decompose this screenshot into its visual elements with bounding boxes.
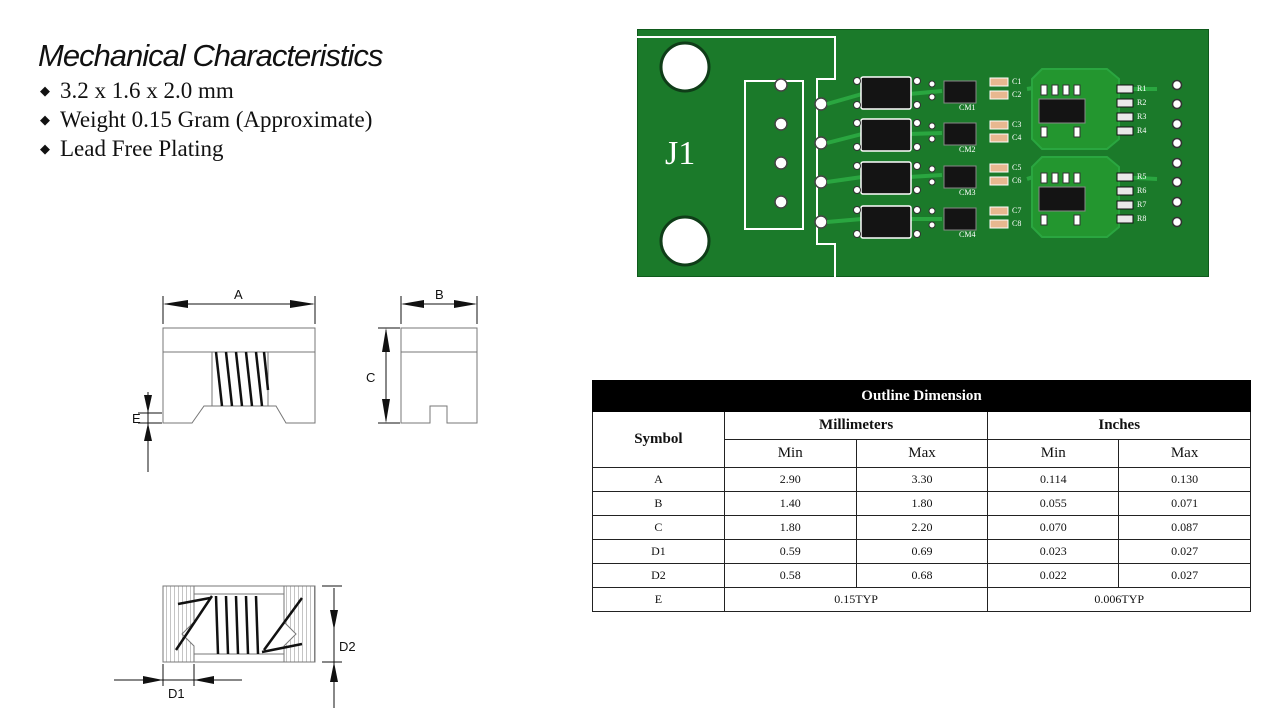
svg-text:C8: C8	[1012, 219, 1021, 228]
svg-text:C4: C4	[1012, 133, 1021, 142]
connector-label: J1	[665, 135, 695, 172]
svg-text:C1: C1	[1012, 77, 1021, 86]
feature-list: ◆3.2 x 1.6 x 2.0 mm ◆Weight 0.15 Gram (A…	[40, 76, 372, 163]
diamond-bullet-icon: ◆	[40, 141, 50, 156]
symbol-header: Symbol	[592, 411, 725, 468]
dimension-e-label: E	[132, 411, 141, 426]
svg-text:R8: R8	[1137, 214, 1146, 223]
dimension-d1-label: D1	[168, 686, 185, 701]
svg-text:R1: R1	[1137, 84, 1146, 93]
dimension-b-label: B	[435, 287, 444, 302]
max-header: Max	[1118, 439, 1251, 468]
svg-text:R3: R3	[1137, 112, 1146, 121]
front-side-view-drawing: A E B C	[132, 287, 478, 472]
svg-text:R4: R4	[1137, 126, 1146, 135]
outline-dimension-table: Outline Dimension Symbol Millimeters Inc…	[592, 380, 1251, 612]
table-title: Outline Dimension	[592, 380, 1251, 412]
svg-text:R7: R7	[1137, 200, 1146, 209]
diamond-bullet-icon: ◆	[40, 112, 50, 127]
min-header: Min	[987, 439, 1120, 468]
svg-text:C5: C5	[1012, 163, 1021, 172]
page-title: Mechanical Characteristics	[38, 38, 383, 73]
svg-text:CM2: CM2	[959, 145, 975, 154]
dimension-d2-label: D2	[339, 639, 356, 654]
dimension-c-label: C	[366, 370, 375, 385]
min-header: Min	[723, 439, 857, 468]
table-row: E 0.15TYP 0.006TYP	[592, 587, 1251, 612]
svg-text:C3: C3	[1012, 120, 1021, 129]
svg-text:CM4: CM4	[959, 230, 975, 239]
max-header: Max	[855, 439, 989, 468]
bottom-view-drawing: D2 D1	[114, 585, 356, 708]
svg-text:R2: R2	[1137, 98, 1146, 107]
svg-text:CM3: CM3	[959, 188, 975, 197]
feature-item: ◆Weight 0.15 Gram (Approximate)	[40, 107, 373, 132]
inches-header: Inches	[987, 411, 1251, 440]
feature-item: ◆Lead Free Plating	[40, 136, 224, 161]
diamond-bullet-icon: ◆	[40, 83, 50, 98]
svg-text:R5: R5	[1137, 172, 1146, 181]
svg-text:C6: C6	[1012, 176, 1021, 185]
millimeters-header: Millimeters	[723, 411, 989, 440]
svg-text:C7: C7	[1012, 206, 1021, 215]
feature-item: ◆3.2 x 1.6 x 2.0 mm	[40, 78, 234, 103]
svg-text:CM1: CM1	[959, 103, 975, 112]
dimension-a-label: A	[234, 287, 243, 302]
svg-text:R6: R6	[1137, 186, 1146, 195]
svg-text:C2: C2	[1012, 90, 1021, 99]
